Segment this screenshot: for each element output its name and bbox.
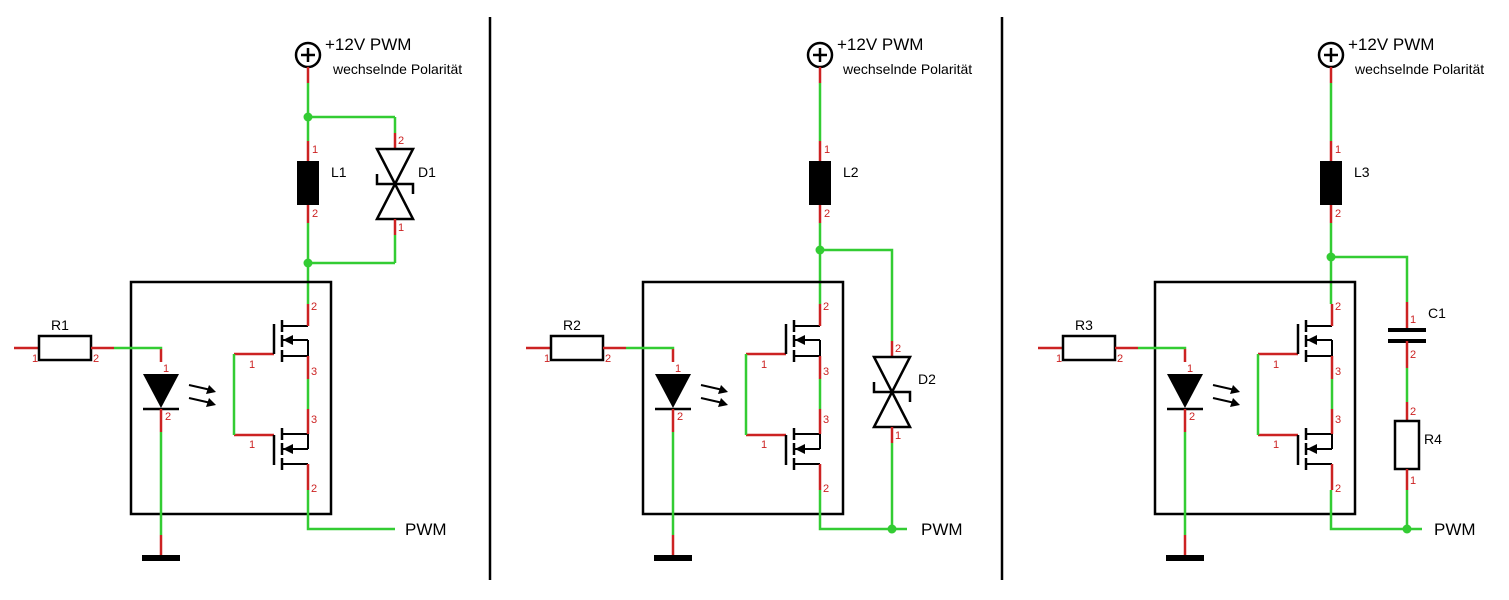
pwm-output-label: PWM — [921, 520, 963, 539]
panel-1-circuit: +12V PWM wechselnde Polarität L1 D1 R1 P… — [12, 35, 462, 563]
resistor-r4: 2 1 — [1393, 402, 1421, 490]
resistor-label: R2 — [563, 317, 581, 333]
inductor-label: L2 — [843, 164, 859, 180]
svg-text:2: 2 — [1410, 406, 1416, 418]
supply-icon — [1317, 41, 1345, 85]
svg-text:2: 2 — [1410, 349, 1416, 361]
capacitor-c1: 1 2 — [1388, 302, 1426, 368]
diode-label: D2 — [918, 371, 936, 387]
svg-text:1: 1 — [1410, 314, 1416, 326]
diode-label: D1 — [418, 164, 436, 180]
resistor-label: R4 — [1424, 431, 1442, 447]
inductor-l2 — [807, 139, 833, 225]
supply-label: +12V PWM — [837, 35, 923, 54]
resistor-label: R1 — [51, 317, 69, 333]
supply-icon — [294, 41, 322, 85]
panel-2-circuit: +12V PWM wechselnde Polarität L2 D2 R2 P… — [524, 35, 972, 563]
inductor-label: L3 — [1354, 164, 1370, 180]
panel-3-circuit: +12V PWM wechselnde Polarität L3 1 2 C1 … — [1036, 35, 1484, 563]
polarity-label: wechselnde Polarität — [332, 61, 462, 77]
supply-icon — [806, 41, 834, 85]
polarity-label: wechselnde Polarität — [1354, 61, 1484, 77]
svg-text:1: 1 — [1410, 475, 1416, 487]
tvs-diode-d2 — [872, 339, 912, 445]
ground-icon — [1164, 533, 1206, 563]
inductor-l1 — [295, 139, 321, 225]
resistor-r3 — [1036, 334, 1140, 367]
tvs-diode-d1 — [375, 131, 415, 237]
inductor-l3 — [1318, 139, 1344, 225]
capacitor-label: C1 — [1428, 305, 1446, 321]
inductor-label: L1 — [331, 164, 347, 180]
resistor-r2 — [524, 334, 628, 367]
supply-label: +12V PWM — [1348, 35, 1434, 54]
pwm-output-label: PWM — [405, 520, 447, 539]
resistor-label: R3 — [1075, 317, 1093, 333]
ground-icon — [652, 533, 694, 563]
ground-icon — [140, 533, 182, 563]
supply-label: +12V PWM — [325, 35, 411, 54]
polarity-label: wechselnde Polarität — [842, 61, 972, 77]
pwm-output-label: PWM — [1434, 520, 1476, 539]
resistor-r1 — [12, 334, 116, 367]
